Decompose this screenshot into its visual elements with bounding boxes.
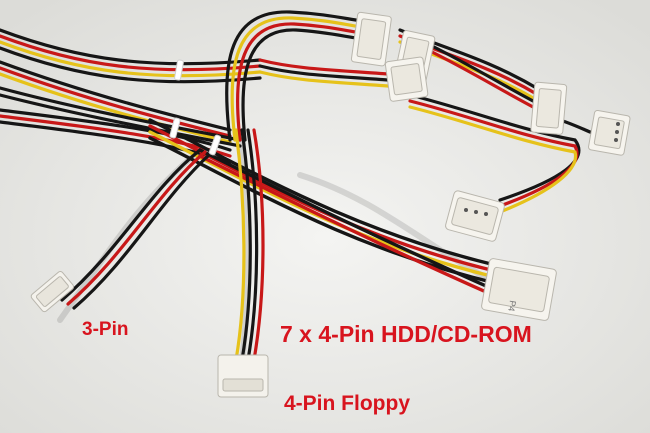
connector-4pin-right-2: [588, 109, 631, 156]
wire-branch-3pin: [60, 148, 212, 310]
connectors: [30, 11, 631, 398]
connector-4pin-large: [481, 258, 557, 321]
connector-4pin-middle: [445, 190, 505, 242]
connector-floppy: [217, 354, 269, 398]
connector-marking: P4: [506, 300, 518, 313]
label-3-pin: 3-Pin: [82, 319, 129, 340]
connector-4pin-top-3: [384, 56, 429, 102]
label-floppy: 4-Pin Floppy: [284, 392, 410, 415]
wire-branch-floppy: [234, 128, 265, 362]
cable-ties: [169, 59, 222, 156]
connector-pins: [464, 122, 620, 216]
connector-3pin: [30, 271, 75, 313]
label-hdd-cdrom: 7 x 4-Pin HDD/CD-ROM: [280, 321, 532, 347]
wire-loop-top: [225, 10, 402, 142]
connector-4pin-top-1: [350, 11, 392, 67]
connector-4pin-right-1: [530, 81, 568, 135]
